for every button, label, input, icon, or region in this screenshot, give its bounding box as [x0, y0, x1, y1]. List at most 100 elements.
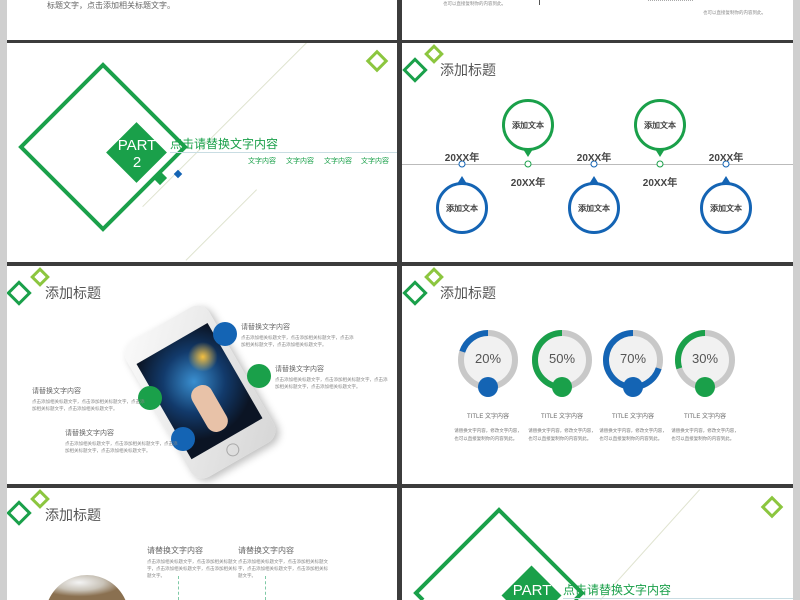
bubble-pointer	[655, 149, 665, 157]
text-block-line: 加相关标题文字，点击添加相关标题文字。	[241, 342, 327, 347]
part-label: PART	[512, 582, 552, 599]
slide-thumbnail-progress[interactable]: 添加标题 20% TITLE 文字内容请替换文字内容，修改文字内容， 也可以直接复制…	[402, 266, 793, 484]
timeline-marker[interactable]	[656, 160, 664, 168]
timeline-bubble[interactable]: 添加文本	[700, 182, 752, 234]
subitem: 文字内容	[248, 158, 276, 165]
slide-text: 也可以直接复制你的内容到此。	[443, 1, 506, 6]
dashed-connector	[265, 576, 266, 600]
timeline-year: 20XX年	[642, 178, 678, 189]
donut-desc: 请替换文字内容，修改文字内容，也可以直接复制你的内容到此。	[454, 427, 522, 443]
text-block-line: 题文字。	[147, 573, 165, 578]
timeline-year: 20XX年	[708, 153, 744, 164]
desc-line: 请替换文字内容，修改文字内容，	[599, 428, 667, 433]
donut-progress-arc	[459, 330, 489, 353]
text-block: 请替换文字内容 点击添加相关标题文字，点击添加相关标题文字，点击添 加相关标题文…	[275, 364, 388, 390]
donut-title: TITLE 文字内容	[683, 414, 727, 420]
desc-line: 也可以直接复制你的内容到此。	[671, 436, 735, 441]
slide-thumbnail-part2[interactable]: PART 2 点击请替换文字内容 文字内容 文字内容 文字内容 文字内容	[7, 43, 397, 262]
text-block-line: 题文字。	[238, 573, 256, 578]
photo-circle	[48, 575, 126, 600]
donut-desc: 请替换文字内容，修改文字内容， 也可以直接复制你的内容到此。	[671, 427, 739, 443]
bubble-text: 添加文本	[578, 203, 610, 213]
timeline-marker[interactable]	[722, 160, 730, 168]
divider	[539, 0, 540, 5]
donut-desc: 请替换文字内容，修改文字内容， 也可以直接复制你的内容到此。	[528, 427, 596, 443]
donut-percent: 20%	[474, 351, 502, 366]
slide-title: 添加标题	[45, 287, 101, 302]
slide-thumbnail-part3[interactable]: PART 点击请替换文字内容	[402, 488, 793, 600]
timeline-year: 20XX年	[510, 178, 546, 189]
slide-thumbnail-top-right[interactable]: 也可以直接复制你的内容到此。 也可以直接复制你的内容到此。	[402, 0, 793, 40]
timeline-axis	[402, 164, 793, 165]
donut-desc: 请替换文字内容，修改文字内容，也可以直接复制你的内容到此。	[599, 427, 667, 443]
text-block: 请替换文字内容 点击添加相关标题文字，点击添加相关标题文 字，点击添加相关标题文…	[238, 545, 328, 579]
slide-title: 添加标题	[440, 287, 496, 302]
desc-line: 请替换文字内容，修改文字内容，	[671, 428, 739, 433]
text-block: 请替换文字内容 点击添加相关标题文字，点击添加相关标题文字，点击添 加相关标题文…	[241, 322, 354, 348]
slide-thumbnail-photo[interactable]: 添加标题 请替换文字内容 点击添加相关标题文字，点击添加相关标题文 字，点击添加…	[7, 488, 397, 600]
timeline-bubble[interactable]: 添加文本	[436, 182, 488, 234]
text-block-heading: 请替换文字内容	[32, 388, 81, 395]
desc-line: 也可以直接复制你的内容到此。	[528, 436, 592, 441]
dotted-line	[648, 0, 693, 1]
timeline-bubble[interactable]: 添加文本	[502, 99, 554, 151]
donut-progress-arc	[532, 330, 563, 390]
timeline-marker[interactable]	[524, 160, 532, 168]
slide-title: 添加标题	[45, 509, 101, 524]
decor-line	[142, 43, 307, 208]
donut-percent: 50%	[548, 351, 576, 366]
bubble-pointer	[589, 176, 599, 184]
green-circle	[138, 386, 162, 410]
text-block-line: 点击添加相关标题文字，点击添加相关标题文字，点击添	[275, 377, 388, 382]
hand	[187, 381, 232, 436]
text-block-line: 字，点击添加相关标题文字，点击添加相关标	[147, 566, 237, 571]
timeline-marker[interactable]	[590, 160, 598, 168]
bubble-pointer	[721, 176, 731, 184]
text-block-heading: 请替换文字内容	[275, 366, 324, 373]
text-block-line: 点击添加相关标题文字，点击添加相关标题文	[147, 559, 237, 564]
part3-diamonds	[413, 507, 585, 600]
home-button	[223, 440, 242, 459]
text-block: 请替换文字内容 点击添加相关标题文字，点击添加相关标题文字，点击添 加相关标题文…	[65, 428, 178, 454]
donut-progress-arc	[603, 330, 662, 390]
timeline-bubble[interactable]: 添加文本	[634, 99, 686, 151]
text-block-line: 点击添加相关标题文字，点击添加相关标题文字，点击添	[241, 335, 354, 340]
subitem: 文字内容	[286, 158, 314, 165]
desc-line: 请替换文字内容，修改文字内容，	[528, 428, 596, 433]
heading-underline	[170, 152, 397, 153]
text-block-line: 点击添加相关标题文字，点击添加相关标题文字，点击添	[65, 441, 178, 446]
subitem: 文字内容	[324, 158, 352, 165]
part-label: PART 2	[107, 137, 167, 171]
text-block-line: 加相关标题文字，点击添加相关标题文字。	[275, 384, 361, 389]
donut-title: TITLE 文字内容	[466, 414, 510, 420]
slide-thumbnail-top-left[interactable]: 标题文字，点击添加相关标题文字。	[7, 0, 397, 40]
bubble-text: 添加文本	[446, 203, 478, 213]
text-block-line: 点击添加相关标题文字，点击添加相关标题文	[238, 559, 328, 564]
desc-line: 也可以直接复制你的内容到此。	[454, 436, 518, 441]
donut-title: TITLE 文字内容	[540, 414, 584, 420]
text-block-line: 加相关标题文字，点击添加相关标题文字。	[65, 448, 151, 453]
donut-dot	[552, 377, 572, 397]
window-edge-left	[0, 0, 7, 600]
text-block-line: 点击添加相关标题文字，点击添加相关标题文字，点击添	[32, 399, 145, 404]
text-block-line: 字，点击添加相关标题文字，点击添加相关标	[238, 566, 328, 571]
slide-thumbnail-phone[interactable]: 添加标题 请替换文字内容 点击添加相关标题文字，点击添加相关标题文字，点击添 加…	[7, 266, 397, 484]
bubble-pointer	[457, 176, 467, 184]
window-edge-right	[793, 0, 800, 600]
text-block-heading: 请替换文字内容	[238, 546, 294, 555]
donut-percent: 30%	[691, 351, 719, 366]
part-text: PART	[117, 137, 157, 154]
text-block-heading: 请替换文字内容	[147, 546, 203, 555]
donut-progress-arc	[675, 330, 706, 370]
decor-line	[185, 189, 257, 261]
timeline-bubble[interactable]: 添加文本	[568, 182, 620, 234]
light-diamond-outline	[365, 49, 389, 73]
bubble-text: 添加文本	[644, 120, 676, 130]
photo-circle-layer	[48, 575, 126, 600]
donut-title: TITLE 文字内容	[611, 414, 655, 420]
large-diamond-outline	[413, 507, 585, 600]
timeline-marker[interactable]	[458, 160, 466, 168]
progress-donuts	[458, 330, 735, 397]
text-block-line: 加相关标题文字，点击添加相关标题文字。	[32, 406, 118, 411]
